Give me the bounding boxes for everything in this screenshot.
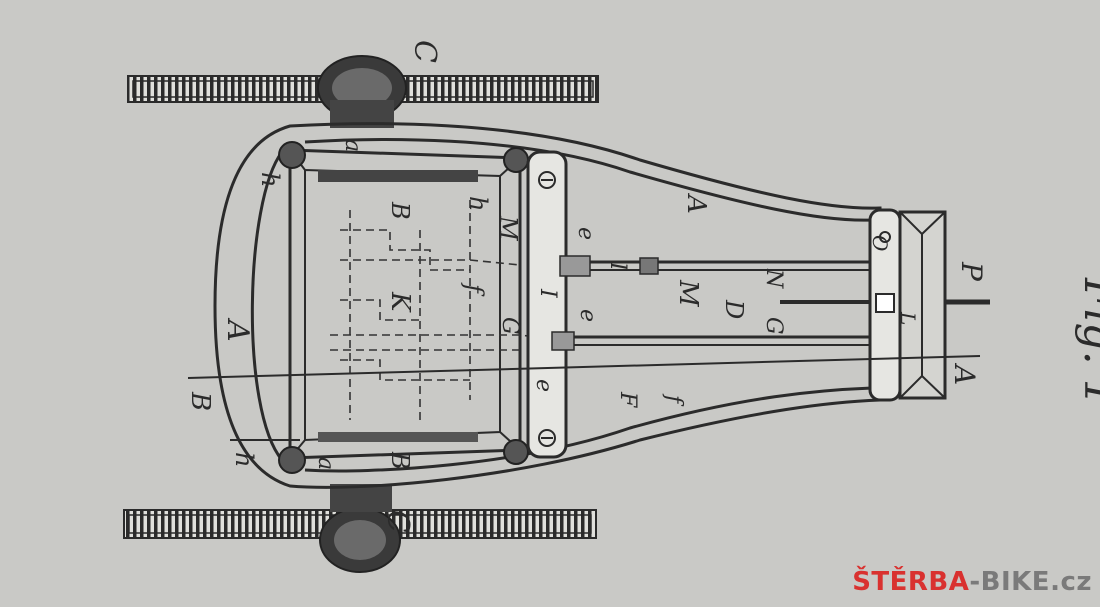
wheel-bottom bbox=[123, 484, 597, 573]
label-e-low: e bbox=[531, 379, 556, 392]
label-e-top: e bbox=[573, 227, 598, 240]
label-a-top: a bbox=[340, 139, 365, 152]
figure-title: Fig. 1 bbox=[1074, 277, 1100, 407]
section-lines bbox=[187, 355, 981, 441]
label-c-bottom: C bbox=[380, 510, 415, 533]
frame-outline bbox=[213, 122, 882, 489]
label-g-left: G bbox=[497, 317, 522, 335]
label-c-top: C bbox=[407, 40, 442, 63]
figure-labels: C C A A A a a h h h B B B K M M e e e f … bbox=[185, 40, 1100, 533]
label-b-section: B bbox=[185, 391, 215, 411]
label-p: P bbox=[955, 261, 988, 282]
wheel-top bbox=[127, 55, 599, 128]
label-l: L bbox=[896, 311, 920, 325]
label-b-top: B bbox=[386, 201, 414, 220]
label-k: K bbox=[385, 291, 415, 313]
label-a-section: A bbox=[948, 362, 981, 385]
label-o: O bbox=[868, 235, 892, 251]
label-m-left: M bbox=[494, 215, 522, 242]
label-f-left: f bbox=[460, 282, 488, 297]
label-i-right: I bbox=[605, 261, 630, 272]
label-b-bottom: B bbox=[386, 451, 414, 470]
label-f-right: f bbox=[661, 393, 686, 407]
cross-bar bbox=[526, 150, 568, 459]
label-m-center: M bbox=[673, 279, 703, 308]
label-a-bottom: a bbox=[313, 457, 338, 470]
label-d: D bbox=[720, 299, 748, 319]
label-n: N bbox=[761, 268, 786, 289]
label-h-bl: h bbox=[230, 452, 258, 467]
label-a-left: A bbox=[220, 317, 255, 342]
label-i-center: I bbox=[535, 288, 560, 299]
hidden-lines bbox=[330, 200, 561, 420]
label-f-upper: F bbox=[615, 391, 640, 408]
label-e-mid: e bbox=[575, 309, 600, 322]
label-g-right: G bbox=[761, 317, 786, 335]
front-block bbox=[868, 208, 947, 402]
label-h-tr: h bbox=[464, 196, 492, 211]
label-a-right: A bbox=[681, 193, 711, 214]
watermark-suffix: -BIKE.cz bbox=[969, 567, 1092, 597]
label-h-tl: h bbox=[256, 172, 284, 187]
corner-bolts bbox=[278, 141, 529, 474]
watermark: ŠTĚRBA-BIKE.cz bbox=[852, 567, 1092, 597]
watermark-brand: ŠTĚRBA bbox=[852, 567, 970, 597]
